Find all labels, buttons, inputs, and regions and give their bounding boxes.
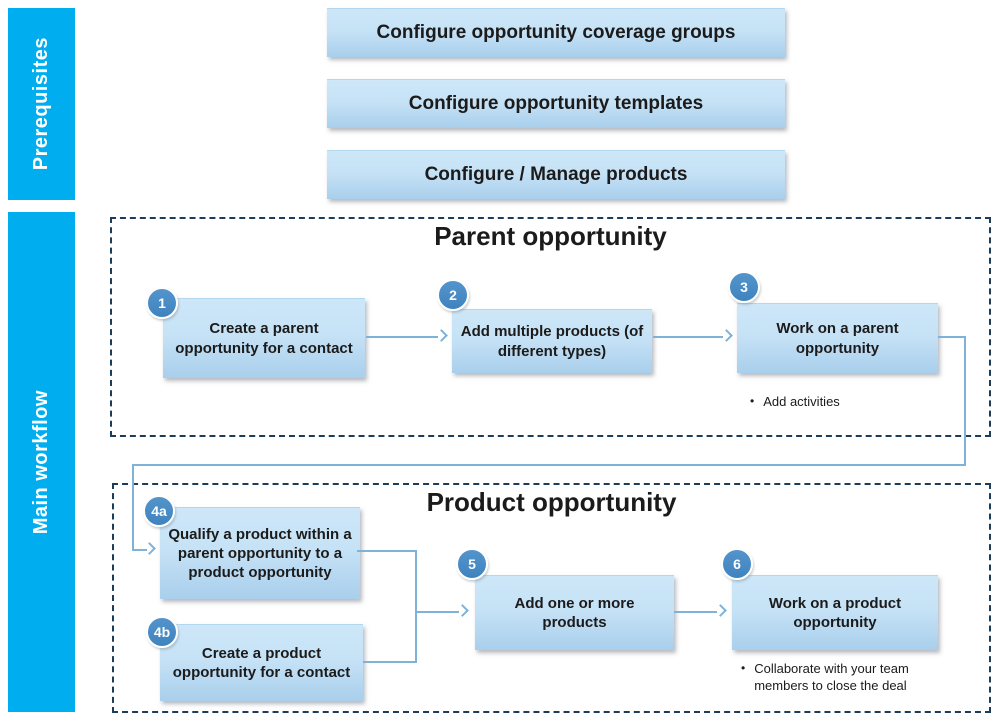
connector-step4b-right-stub [363,661,417,663]
step-number-badge-2: 2 [437,279,469,311]
connector-step4a-entry-stub [132,549,147,551]
step-box-qualify-product: Qualify a product within a parent opport… [160,507,360,599]
prerequisites-bar: Prerequisites [8,8,75,200]
connector-return-horizontal [132,464,966,466]
main-workflow-bar: Main workflow [8,212,75,712]
connector-step3-right-stub [938,336,966,338]
step-number-badge-6: 6 [721,548,753,580]
product-opportunity-group-frame [112,483,991,713]
step-number-badge-5: 5 [456,548,488,580]
step-label: Work on a parent opportunity [776,320,899,357]
step-box-create-product-opportunity: Create a product opportunity for a conta… [160,624,363,701]
step-label: Qualify a product within a parent opport… [168,525,352,582]
bullet-icon: • [750,394,755,408]
parent-opportunity-group-frame [110,217,991,437]
prereq-box-label: Configure opportunity coverage groups [376,22,736,43]
step-box-work-on-parent-opportunity: Work on a parent opportunity [737,303,938,373]
step-label: Create a parent opportunity for a contac… [175,320,353,357]
step-label: Work on a product opportunity [768,594,902,631]
arrow-line-step2-to-step3 [653,336,723,338]
step-box-add-one-or-more-products: Add one or more products [475,575,674,650]
connector-right-vertical [964,336,966,466]
step-label: Add one or more products [514,594,635,631]
arrow-line-step1-to-step2 [366,336,438,338]
connector-step4a-right-stub [357,550,417,552]
arrow-line-step5-to-step6 [674,611,717,613]
prereq-box-coverage-groups: Configure opportunity coverage groups [327,8,785,57]
bullet-icon: • [741,661,746,675]
note-text: Collaborate with your team members to cl… [754,661,909,693]
step-number-badge-1: 1 [146,287,178,319]
connector-merge-vertical [415,550,417,663]
note-add-activities: • Add activities [750,393,840,410]
prereq-box-label: Configure / Manage products [424,164,688,185]
step-box-create-parent-opportunity: Create a parent opportunity for a contac… [163,298,365,378]
step-box-add-multiple-products: Add multiple products (of different type… [452,309,652,373]
step-box-work-on-product-opportunity: Work on a product opportunity [732,575,938,650]
step-number-badge-3: 3 [728,271,760,303]
product-opportunity-title: Product opportunity [426,487,677,517]
prerequisites-bar-label: Prerequisites [30,37,52,171]
prereq-box-label: Configure opportunity templates [408,93,704,114]
prereq-box-templates: Configure opportunity templates [327,79,785,128]
connector-left-vertical [132,464,134,551]
step-label: Create a product opportunity for a conta… [172,644,351,681]
step-number-badge-4a: 4a [143,495,175,527]
note-collaborate: • Collaborate with your team members to … [741,660,936,694]
step-label: Add multiple products (of different type… [460,323,644,360]
arrow-line-merge-to-step5 [415,611,459,613]
parent-opportunity-title: Parent opportunity [434,221,667,251]
note-text: Add activities [763,394,840,409]
prereq-box-manage-products: Configure / Manage products [327,150,785,199]
step-number-badge-4b: 4b [146,616,178,648]
main-workflow-bar-label: Main workflow [30,389,52,535]
